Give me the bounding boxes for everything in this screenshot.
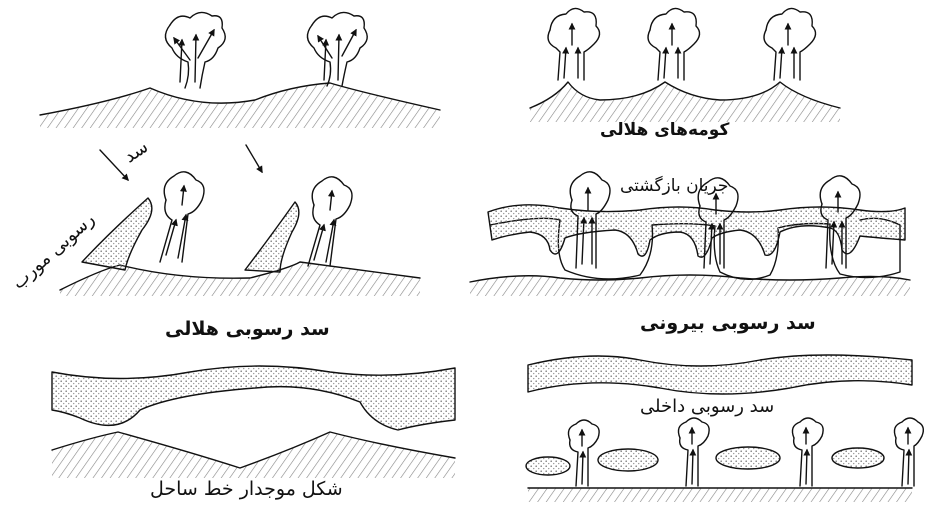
label-outer-bar: سد رسوبی بیرونی	[640, 312, 816, 334]
label-wavy-shoreline: شکل موجدار خط ساحل	[150, 478, 343, 500]
label-inner-bar: سد رسوبی داخلی	[640, 396, 774, 417]
label-cusps: کومه‌های هلالی	[600, 120, 729, 140]
label-crescentic-bar: سد رسوبی هلالی	[165, 318, 330, 340]
panel-inner-bar	[526, 355, 923, 502]
panel-oblique-bar	[60, 145, 420, 296]
label-return-current: جریان بازگشتی	[620, 176, 728, 196]
panel-rip-currents	[40, 12, 440, 128]
panel-wavy-shoreline	[52, 366, 455, 478]
panel-cusps	[530, 8, 840, 122]
